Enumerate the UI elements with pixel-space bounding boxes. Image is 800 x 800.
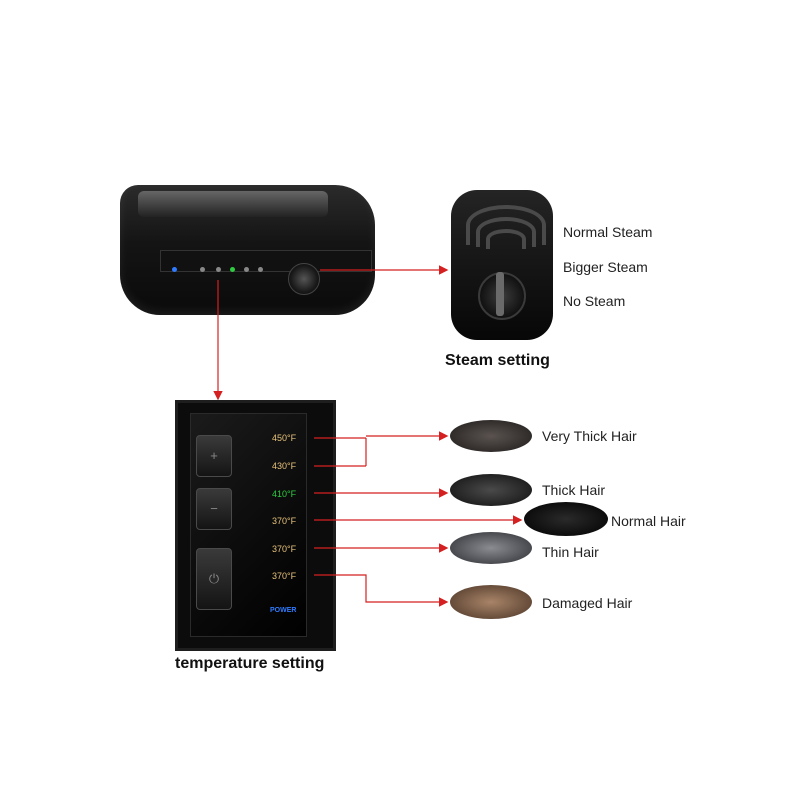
hair-straightener-image bbox=[120, 185, 375, 315]
hair-label-very-thick: Very Thick Hair bbox=[542, 428, 637, 444]
temp-level-3-active: 410°F bbox=[272, 489, 297, 499]
hair-label-damaged: Damaged Hair bbox=[542, 595, 633, 611]
temperature-setting-caption: temperature setting bbox=[175, 655, 325, 672]
temp-level-5: 370°F bbox=[272, 544, 297, 554]
temp-level-1: 450°F bbox=[272, 433, 297, 443]
increase-button: + bbox=[196, 435, 232, 477]
temperature-control-panel: + − ⏻ bbox=[175, 400, 336, 651]
indicator-dot bbox=[244, 267, 249, 272]
steam-knob-small bbox=[288, 263, 320, 295]
steam-arc-outer bbox=[466, 205, 546, 245]
steam-setting-caption: Steam setting bbox=[445, 352, 550, 369]
power-indicator-dot bbox=[172, 267, 177, 272]
straightener-control-strip bbox=[160, 250, 372, 272]
hair-label-thin: Thin Hair bbox=[542, 544, 599, 560]
active-indicator-dot bbox=[230, 267, 235, 272]
indicator-dot bbox=[258, 267, 263, 272]
steam-knob-grip bbox=[496, 272, 504, 316]
hair-swatch-thin bbox=[450, 532, 532, 564]
indicator-dot bbox=[200, 267, 205, 272]
indicator-dot bbox=[216, 267, 221, 272]
hair-label-normal: Normal Hair bbox=[611, 513, 686, 529]
hair-label-thick: Thick Hair bbox=[542, 482, 606, 498]
steam-arc-middle bbox=[476, 217, 536, 247]
temp-level-2: 430°F bbox=[272, 461, 297, 471]
steam-option-none: No Steam bbox=[563, 293, 626, 309]
temp-level-6: 370°F bbox=[272, 571, 297, 581]
hair-swatch-very-thick bbox=[450, 420, 532, 452]
steam-option-bigger: Bigger Steam bbox=[563, 259, 648, 275]
arrow-very-thick bbox=[314, 436, 446, 467]
power-button: ⏻ bbox=[196, 548, 232, 610]
hair-swatch-thick bbox=[450, 474, 532, 506]
decrease-button: − bbox=[196, 488, 232, 530]
steam-option-normal: Normal Steam bbox=[563, 224, 653, 240]
arrow-damaged bbox=[314, 574, 449, 607]
temp-level-4: 370°F bbox=[272, 516, 297, 526]
hair-swatch-damaged bbox=[450, 585, 532, 619]
hair-swatch-normal bbox=[524, 502, 608, 536]
power-label: POWER bbox=[270, 607, 297, 614]
straightener-plate bbox=[138, 191, 328, 217]
steam-arc-inner bbox=[486, 229, 526, 249]
